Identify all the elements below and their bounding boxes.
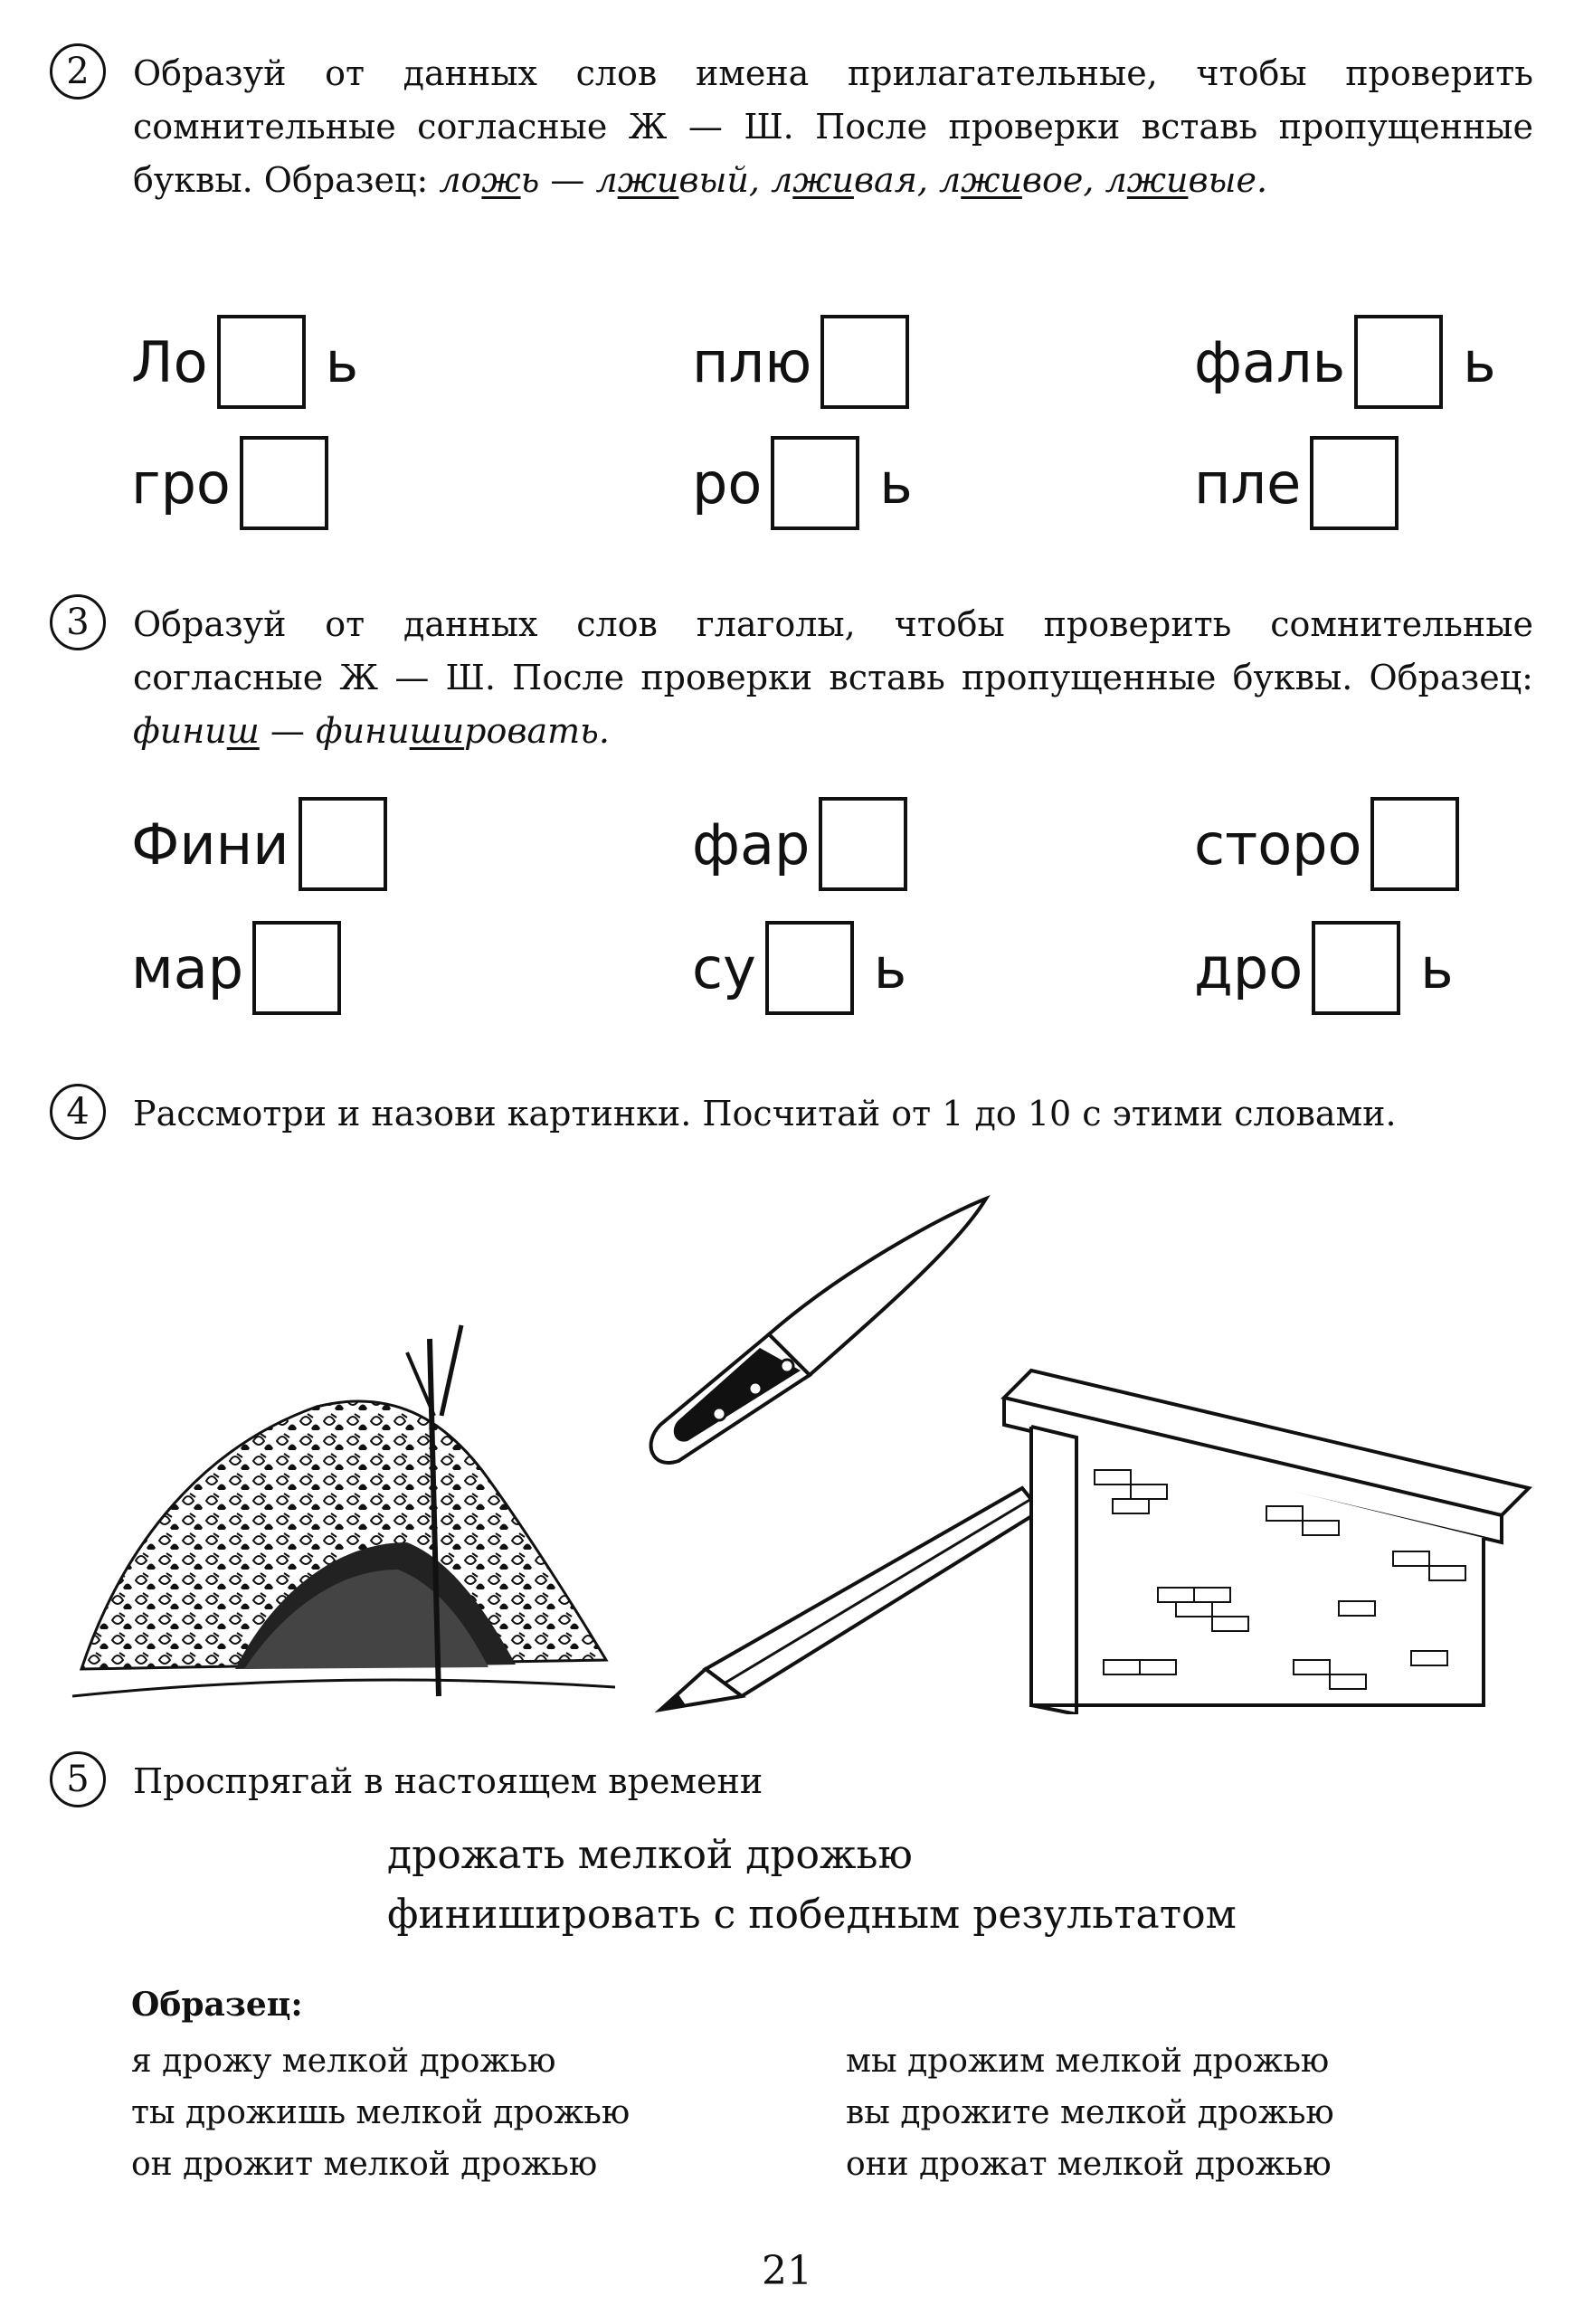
letter-box[interactable] [1370,797,1460,891]
hut-icon [71,1324,616,1698]
task-4-number: 4 [50,1084,106,1140]
sample-right: мы дрожим мелкой дрожью вы дрожите мелко… [846,2035,1334,2190]
letter-box[interactable] [764,921,854,1015]
task-3-row-2: мар су ь дро ь [0,914,1574,1022]
sample-title: Образец: [131,1986,303,2024]
word-suffix: ь [1463,328,1496,395]
word-item: су ь [692,914,906,1022]
word-item: плю [692,308,929,416]
letter-box[interactable] [771,436,860,530]
letter-box[interactable] [819,797,908,891]
letter-box[interactable] [1312,921,1401,1015]
letter-box[interactable] [1354,315,1444,409]
sample-line: вы дрожите мелкой дрожью [846,2094,1334,2131]
sample-line: он дрожит мелкой дрожью [131,2146,598,2183]
task-5-number: 5 [50,1751,106,1807]
word-suffix: ь [1420,934,1454,1001]
sample-left: я дрожу мелкой дрожью ты дрожишь мелкой … [131,2035,630,2190]
word-prefix: Фини [131,811,289,877]
task-5: 5 Проспрягай в настоящем времени [50,1751,1533,1815]
shed-icon [1000,1368,1532,1714]
knife-icon [649,1194,991,1465]
word-item: гро [131,429,348,537]
word-item: ро ь [692,429,913,537]
task-2-row-1: Ло ь плю фаль ь [0,308,1574,416]
task-2: 2 Образуй от данных слов имена прилагате… [50,43,1533,279]
word-prefix: мар [131,934,244,1001]
task-3-number: 3 [50,594,106,650]
word-item: Фини [131,790,407,898]
word-suffix: ь [879,450,913,517]
phrase: дрожать мелкой дрожью [387,1832,913,1878]
word-suffix: ь [873,934,907,1001]
task-2-instruction: Образуй от данных слов имена прилагатель… [133,53,1533,200]
task-2-row-2: гро ро ь пле [0,429,1574,537]
word-item: Ло ь [131,308,358,416]
word-item: сторо [1194,790,1479,898]
word-prefix: су [692,934,756,1001]
word-item: фар [692,790,927,898]
pencil-icon [654,1485,1043,1713]
sample-line: они дрожат мелкой дрожью [846,2146,1332,2183]
sample-line: мы дрожим мелкой дрожью [846,2043,1330,2080]
pictures [54,1181,1538,1714]
task-3: 3 Образуй от данных слов глаголы, чтобы … [50,594,1533,775]
letter-box[interactable] [298,797,387,891]
word-item: пле [1194,429,1418,537]
word-prefix: плю [692,328,812,395]
word-prefix: пле [1194,450,1302,517]
task-3-row-1: Фини фар сторо [0,790,1574,898]
letter-box[interactable] [216,315,306,409]
word-suffix: ь [325,328,359,395]
letter-box[interactable] [820,315,910,409]
page-number: 21 [762,2248,812,2294]
letter-box[interactable] [239,436,328,530]
word-prefix: гро [131,450,231,517]
letter-box[interactable] [252,921,342,1015]
task-2-number: 2 [50,43,106,100]
word-prefix: фаль [1194,328,1346,395]
task-4-instruction: Рассмотри и назови картинки. Посчитай от… [133,1094,1397,1134]
letter-box[interactable] [1310,436,1399,530]
word-item: фаль ь [1194,308,1496,416]
sample-line: я дрожу мелкой дрожью [131,2043,556,2080]
word-item: дро ь [1194,914,1454,1022]
phrase: финишировать с победным результатом [387,1892,1237,1938]
word-prefix: ро [692,450,763,517]
word-prefix: Ло [131,328,208,395]
task-5-instruction: Проспрягай в настоящем времени [133,1761,763,1801]
word-prefix: фар [692,811,811,877]
word-prefix: сторо [1194,811,1362,877]
conjugation-phrases: дрожать мелкой дрожью финишировать с поб… [387,1826,1237,1945]
task-4: 4 Рассмотри и назови картинки. Посчитай … [50,1084,1533,1156]
task-3-instruction: Образуй от данных слов глаголы, чтобы пр… [133,604,1533,751]
word-prefix: дро [1194,934,1304,1001]
sample-line: ты дрожишь мелкой дрожью [131,2094,631,2131]
word-item: мар [131,914,361,1022]
